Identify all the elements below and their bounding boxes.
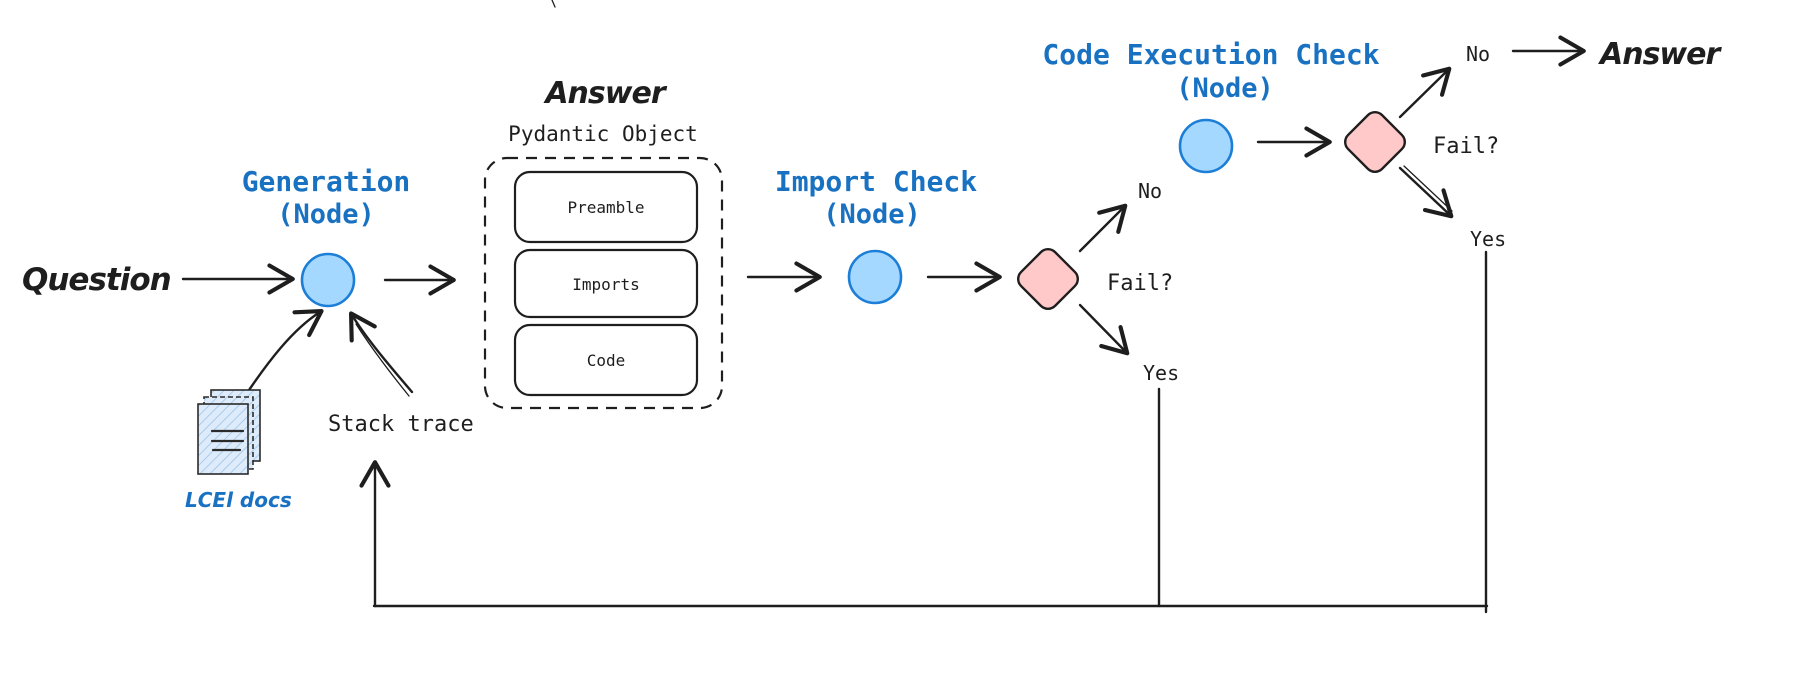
decision2-group: Fail? No Yes <box>1344 42 1506 251</box>
doc-page-front <box>197 403 249 475</box>
decision2-yes-arrow-doubled-stroke <box>1403 165 1453 212</box>
import-check-node-title: Import Check <box>775 165 977 198</box>
field-box-code <box>513 323 699 397</box>
answer-object-group: Answer Pydantic Object Preamble Imports … <box>483 76 724 410</box>
field-box-preamble <box>513 170 699 244</box>
import-check-node: Import Check (Node) <box>775 165 977 305</box>
decision1-yes-arrow <box>1078 303 1130 356</box>
field-label-preamble: Preamble <box>567 198 644 217</box>
arrow-stack-trace-to-generation <box>348 311 414 394</box>
lcel-docs-label: LCEl docs <box>185 488 292 512</box>
decision1-group: Fail? No Yes <box>1017 179 1179 385</box>
decision2-no-label: No <box>1466 42 1490 66</box>
question-label: Question <box>22 262 171 298</box>
generation-node-circle <box>300 252 356 308</box>
import-check-node-circle <box>847 249 903 305</box>
code-execution-check-node-subtitle: (Node) <box>1176 73 1274 104</box>
generation-node: Generation (Node) <box>242 165 411 308</box>
decision2-yes-arrow <box>1398 166 1454 219</box>
lcel-docs-icon <box>197 389 261 475</box>
field-label-code: Code <box>587 351 626 370</box>
arrow-docs-to-generation <box>245 308 324 395</box>
answer-object-title: Answer <box>543 76 667 111</box>
code-execution-check-node-title: Code Execution Check <box>1042 38 1379 71</box>
final-answer-label: Answer <box>1598 37 1722 72</box>
generation-node-subtitle: (Node) <box>277 199 375 230</box>
arrow-stack-trace-doubled-stroke <box>355 323 410 397</box>
decision1-no-label: No <box>1138 179 1162 203</box>
pydantic-object-box <box>483 156 724 410</box>
doc-text-lines <box>210 429 245 452</box>
code-execution-check-node-circle <box>1178 118 1234 174</box>
field-label-imports: Imports <box>572 275 639 294</box>
decision2-diamond <box>1344 111 1406 173</box>
stray-mark <box>551 0 556 8</box>
decision1-question-label: Fail? <box>1107 271 1173 296</box>
generation-node-title: Generation <box>242 165 411 198</box>
import-check-node-subtitle: (Node) <box>823 199 921 230</box>
decision1-yes-label: Yes <box>1143 361 1179 385</box>
decision2-yes-label: Yes <box>1470 227 1506 251</box>
decision2-question-label: Fail? <box>1433 134 1499 159</box>
stack-trace-label: Stack trace <box>328 412 474 437</box>
field-box-imports <box>513 248 699 319</box>
answer-object-subtitle: Pydantic Object <box>508 122 698 146</box>
decision1-no-arrow <box>1078 203 1128 253</box>
decision2-no-arrow <box>1398 66 1452 119</box>
decision1-diamond <box>1017 248 1079 310</box>
code-execution-check-node: Code Execution Check (Node) <box>1042 38 1380 174</box>
